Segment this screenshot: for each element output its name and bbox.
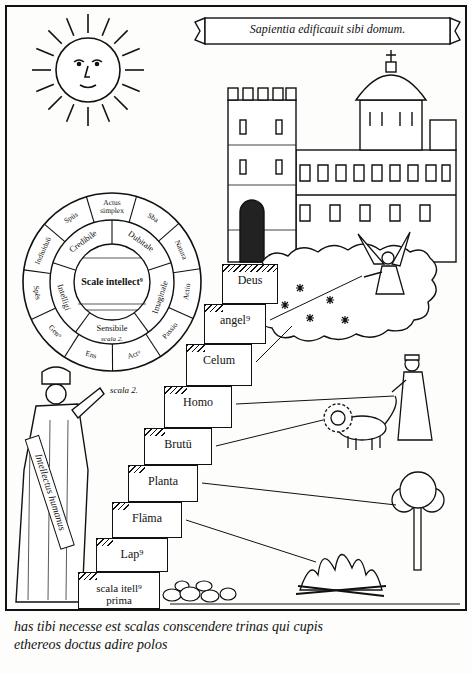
centre-hatching <box>78 258 146 310</box>
middle-ring <box>50 220 174 344</box>
step-label: Deus <box>226 274 274 287</box>
ring-divider <box>111 220 112 244</box>
ring-divider <box>148 263 171 270</box>
ladder-step: Deus <box>222 264 278 304</box>
scale-note: scala 2. <box>110 386 138 395</box>
ring-divider <box>24 270 51 274</box>
ring-divider <box>159 223 179 241</box>
ladder-step: Homo <box>164 386 232 428</box>
ring-divider <box>64 334 78 357</box>
house-of-wisdom <box>296 50 456 262</box>
scholar-figure <box>16 367 104 602</box>
step-label: Brutū <box>148 438 208 451</box>
ring-divider <box>31 308 55 319</box>
step-label: Lap⁹ <box>100 548 164 561</box>
step-label: Homo <box>168 396 228 409</box>
ladder-step: Lap⁹ <box>96 538 168 572</box>
ring-divider <box>134 313 148 332</box>
outer-ring <box>23 193 201 371</box>
ladder-step: Brutū <box>144 428 212 465</box>
lion <box>324 396 396 450</box>
ladder-step: scala itell⁹ prima <box>78 572 160 609</box>
banner-title: Sapientia edificauit sibi domum. <box>208 23 447 36</box>
ring-divider <box>53 263 76 270</box>
sun <box>32 14 144 126</box>
wheel-outer-term: Actus simplex <box>93 198 129 213</box>
ladder-step: angel⁹ <box>204 304 266 344</box>
frame <box>6 6 466 610</box>
tower <box>228 88 296 262</box>
step-label: Flāma <box>116 512 178 525</box>
stones <box>163 581 236 602</box>
wheel-circle: Scale intellect⁹EnsAct⁹PassioActioNatura… <box>22 192 202 372</box>
man-figure <box>392 355 432 440</box>
wheel-centre-title: Scale intellect⁹ <box>81 277 143 288</box>
ring-divider <box>169 307 194 318</box>
ring-divider <box>112 344 113 371</box>
banner <box>195 18 460 44</box>
clouds <box>254 244 436 341</box>
ladder-step: Planta <box>128 465 198 502</box>
ladder-step: Flāma <box>112 502 182 538</box>
step-label: Celum <box>190 354 248 367</box>
step-label: scala itell⁹ prima <box>82 582 156 606</box>
ring-divider <box>173 269 200 273</box>
caption-verse: has tibi necesse est scalas conscendere … <box>14 618 350 654</box>
ring-divider <box>146 334 161 357</box>
fire <box>296 554 386 596</box>
ring-divider <box>86 197 94 223</box>
step-label: angel⁹ <box>208 314 262 327</box>
ladder-step: Celum <box>186 344 252 386</box>
angel <box>358 232 410 294</box>
step-label: Planta <box>132 475 194 488</box>
ring-divider <box>76 313 90 332</box>
inner-ring <box>74 244 150 320</box>
ground-line <box>170 604 460 605</box>
scale-note: scala 2. <box>95 336 129 343</box>
ring-divider <box>129 196 136 222</box>
tree <box>392 472 444 570</box>
wheel-inner-term: Sensibile <box>86 324 138 333</box>
stars <box>281 284 349 324</box>
